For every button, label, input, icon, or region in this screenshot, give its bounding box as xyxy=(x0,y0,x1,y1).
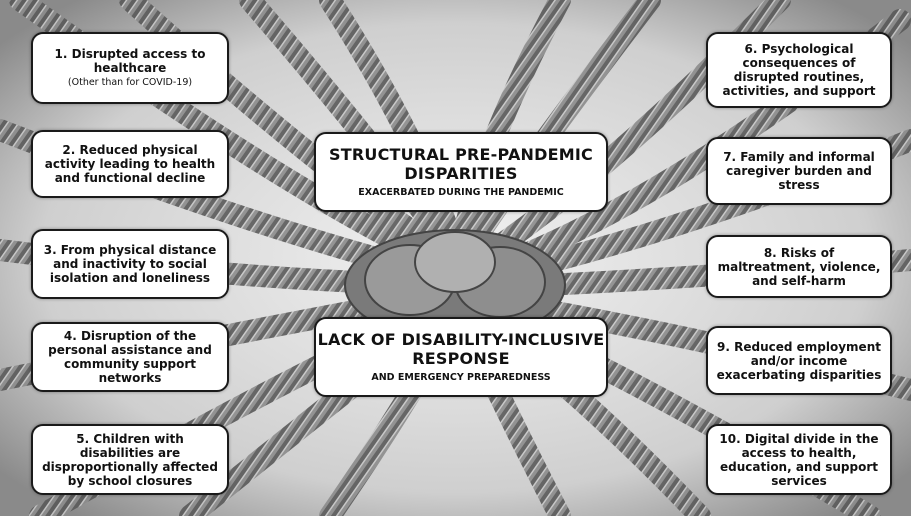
factor-box-9: 9. Reduced employment and/or income exac… xyxy=(706,326,892,395)
factor-label: 3. From physical distance and inactivity… xyxy=(43,243,217,285)
center-title: STRUCTURAL PRE-PANDEMIC DISPARITIES xyxy=(329,145,593,183)
factor-label: 5. Children with disabilities are dispro… xyxy=(42,431,218,488)
factor-label: 2. Reduced physical activity leading to … xyxy=(44,143,216,185)
factor-box-1: 1. Disrupted access to healthcare (Other… xyxy=(31,32,229,104)
factor-box-8: 8. Risks of maltreatment, violence, and … xyxy=(706,235,892,298)
factor-box-7: 7. Family and informal caregiver burden … xyxy=(706,137,892,205)
factor-label: 8. Risks of maltreatment, violence, and … xyxy=(717,245,881,288)
factor-label: 4. Disruption of the personal assistance… xyxy=(48,329,212,385)
factor-box-6: 6. Psychological consequences of disrupt… xyxy=(706,32,892,108)
factor-label: 9. Reduced employment and/or income exac… xyxy=(716,339,882,382)
center-box-structural-disparities: STRUCTURAL PRE-PANDEMIC DISPARITIES EXAC… xyxy=(314,132,608,212)
factor-label: 6. Psychological consequences of disrupt… xyxy=(722,42,876,98)
factor-box-3: 3. From physical distance and inactivity… xyxy=(31,229,229,299)
factor-box-2: 2. Reduced physical activity leading to … xyxy=(31,130,229,198)
factor-box-5: 5. Children with disabilities are dispro… xyxy=(31,424,229,495)
center-title: LACK OF DISABILITY-INCLUSIVE RESPONSE xyxy=(317,330,605,368)
factor-box-4: 4. Disruption of the personal assistance… xyxy=(31,322,229,392)
factor-label: 10. Digital divide in the access to heal… xyxy=(719,431,879,488)
factor-label: 7. Family and informal caregiver burden … xyxy=(723,150,875,192)
factor-box-10: 10. Digital divide in the access to heal… xyxy=(706,424,892,495)
center-subtitle: AND EMERGENCY PREPAREDNESS xyxy=(371,372,551,383)
center-subtitle: EXACERBATED DURING THE PANDEMIC xyxy=(358,187,564,198)
factor-label: 1. Disrupted access to healthcare xyxy=(54,47,206,75)
factor-note: (Other than for COVID-19) xyxy=(67,77,193,88)
center-box-inclusive-response: LACK OF DISABILITY-INCLUSIVE RESPONSE AN… xyxy=(314,317,608,397)
